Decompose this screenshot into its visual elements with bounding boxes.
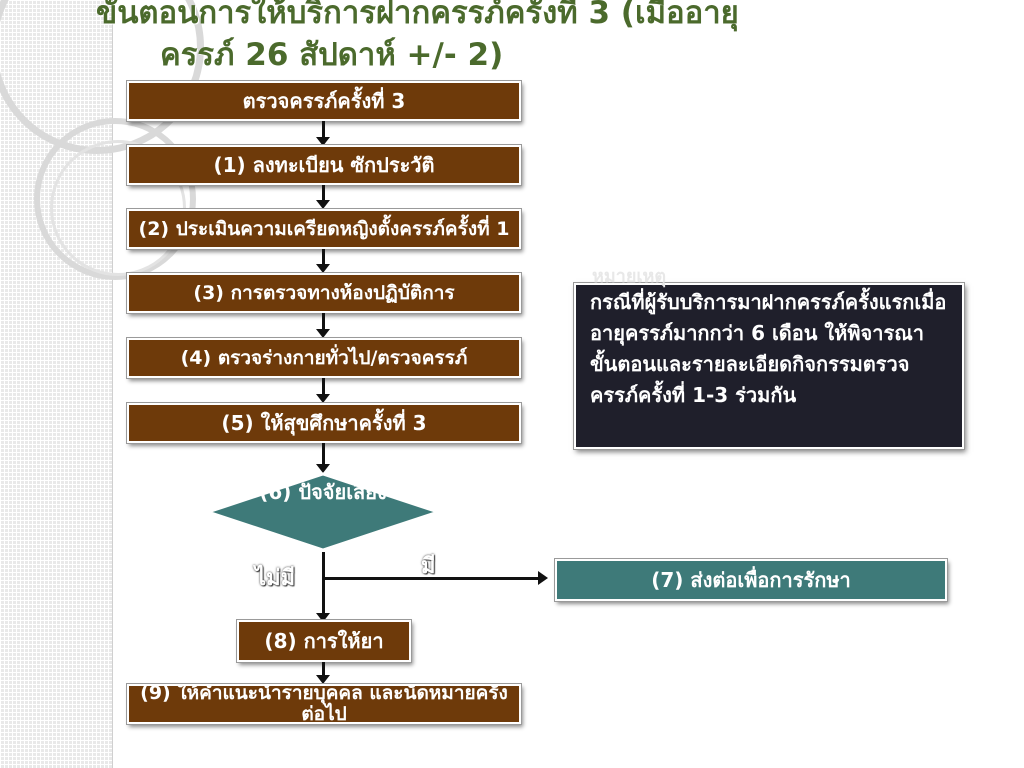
flow-step-4: (4) ตรวจร่างกายทั่วไป/ตรวจครรภ์ [126, 337, 522, 379]
arrow-step1-to-step2 [316, 185, 330, 209]
diamond-shape [203, 472, 443, 552]
flow-header-box: ตรวจครรภ์ครั้งที่ 3 [126, 80, 522, 122]
arrow-step3-to-step4 [316, 313, 330, 338]
note-box: หมายเหตุ กรณีที่ผู้รับบริการมาฝากครรภ์คร… [573, 266, 965, 450]
title-line-2: ครรภ์ 26 สัปดาห์ +/- 2) [160, 37, 504, 73]
flow-step-5: (5) ให้สุขศึกษาครั้งที่ 3 [126, 402, 522, 444]
arrow-step8-to-step9 [316, 662, 330, 684]
flow-step-1: (1) ลงทะเบียน ซักประวัติ [126, 144, 522, 186]
decorative-ring-medium [34, 118, 196, 280]
branch-label-no: ไม่มี [255, 566, 296, 591]
flow-step-3: (3) การตรวจทางห้องปฏิบัติการ [126, 272, 522, 314]
decorative-ring-small [50, 140, 186, 276]
arrow-header-to-step1 [316, 121, 330, 146]
branch-label-yes: มี [421, 554, 436, 579]
decision-diamond: (6) ปัจจัยเสี่ยง [203, 472, 443, 552]
flow-step-9: (9) ให้คำแนะนำรายบุคคล และนัดหมายครั้งต่… [126, 683, 522, 725]
decision-label: (6) ปัจจัยเสี่ยง [259, 480, 387, 504]
slide-title: ขั้นตอนการให้บริการฝากครรภ์ครั้งที่ 3 (เ… [96, 0, 916, 76]
title-line-1: ขั้นตอนการให้บริการฝากครรภ์ครั้งที่ 3 (เ… [96, 0, 739, 31]
flow-step-2: (2) ประเมินความเครียดหญิงตั้งครรภ์ครั้งท… [126, 208, 522, 250]
arrow-step4-to-step5 [316, 378, 330, 403]
arrow-step5-to-decision [316, 443, 330, 473]
flow-step-8: (8) การให้ยา [236, 619, 412, 663]
arrow-step2-to-step3 [316, 249, 330, 273]
arrow-decision-to-step8 [316, 552, 330, 622]
note-heading: หมายเหตุ [592, 266, 667, 287]
note-body: กรณีที่ผู้รับบริการมาฝากครรภ์ครั้งแรกเมื… [590, 290, 947, 407]
arrow-decision-to-step7 [324, 571, 548, 585]
flow-step-7-referral: (7) ส่งต่อเพื่อการรักษา [554, 558, 948, 602]
